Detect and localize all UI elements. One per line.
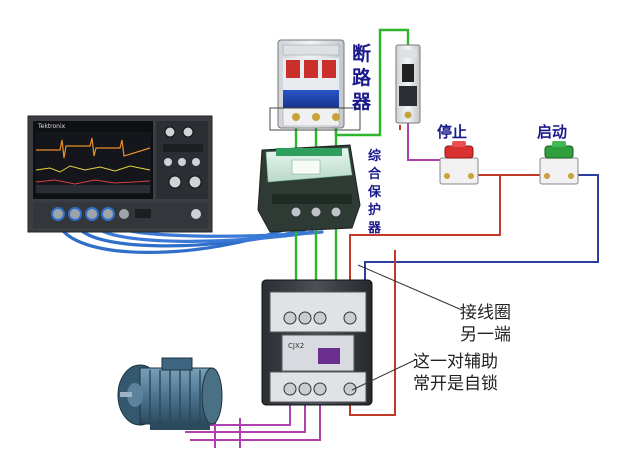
coil-note-line-1: 接线圈: [460, 303, 511, 323]
control-circuit-breaker: [395, 44, 421, 124]
scope-knob-3[interactable]: [164, 158, 172, 166]
scope-knob-6[interactable]: [168, 175, 182, 189]
breaker-label-char-1: 断: [352, 42, 371, 65]
scope-knob-2[interactable]: [182, 126, 194, 138]
coil-note-line-2: 另一端: [460, 325, 511, 345]
scope-knob-5[interactable]: [192, 158, 200, 166]
aux-note-line-1: 这一对辅助: [413, 352, 498, 372]
start-button[interactable]: [539, 141, 579, 185]
main-circuit-breaker: [269, 39, 361, 131]
protector-label-char-2: 合: [368, 166, 382, 182]
protector-label: 综 合 保 护 器: [367, 148, 382, 236]
scope-brand: Tektronix: [37, 123, 66, 130]
breaker-label-char-2: 路: [352, 66, 372, 89]
protector-label-char-3: 保: [367, 184, 382, 200]
coil-note-leader: [357, 264, 463, 311]
aux-contact-note: 这一对辅助 常开是自锁: [413, 352, 498, 394]
scope-power-button[interactable]: [191, 209, 201, 219]
breaker-toggle-3[interactable]: [322, 60, 336, 78]
wire-start-to-coil: [364, 174, 599, 300]
channel-input-4[interactable]: [101, 207, 115, 221]
protector-terminal-1: [290, 206, 302, 218]
contactor-model: CJX2: [288, 342, 304, 350]
comprehensive-protector: [257, 144, 361, 233]
breaker-label-char-3: 器: [351, 91, 372, 113]
protector-terminal-3: [330, 206, 342, 218]
channel-input-2[interactable]: [68, 207, 82, 221]
scope-trace-red: [35, 179, 151, 185]
protector-label-char-4: 护: [368, 202, 381, 218]
electric-motor: [117, 357, 223, 430]
aux-note-line-2: 常开是自锁: [413, 374, 498, 394]
breaker-toggle-1[interactable]: [286, 60, 300, 78]
start-label: 启动: [537, 123, 567, 141]
protector-terminal-2: [310, 206, 322, 218]
contactor-indicator: [318, 348, 340, 364]
breaker-toggle-2[interactable]: [304, 60, 318, 78]
control-wires: [349, 122, 599, 416]
stop-button[interactable]: [439, 141, 479, 185]
scope-knob-1[interactable]: [164, 126, 176, 138]
wire-stop-down: [349, 175, 501, 300]
scope-trace-yellow: [35, 165, 151, 173]
small-breaker-toggle[interactable]: [402, 64, 414, 82]
oscilloscope: Tektronix: [27, 115, 213, 233]
scope-knob-7[interactable]: [188, 175, 202, 189]
channel-input-1[interactable]: [51, 207, 65, 221]
channel-input-3[interactable]: [85, 207, 99, 221]
coil-note: 接线圈 另一端: [460, 303, 511, 345]
protector-label-char-1: 综: [368, 148, 381, 164]
aux-note-leader: [351, 359, 416, 391]
protector-label-char-5: 器: [367, 221, 382, 236]
stop-label: 停止: [437, 123, 467, 141]
channel-input-5[interactable]: [119, 209, 129, 219]
scope-trace-orange: [36, 137, 151, 159]
ac-contactor: CJX2: [261, 279, 373, 406]
wire-small-breaker-to-stop: [407, 122, 445, 161]
breaker-label: 断 路 器: [351, 42, 372, 113]
scope-knob-4[interactable]: [178, 158, 186, 166]
